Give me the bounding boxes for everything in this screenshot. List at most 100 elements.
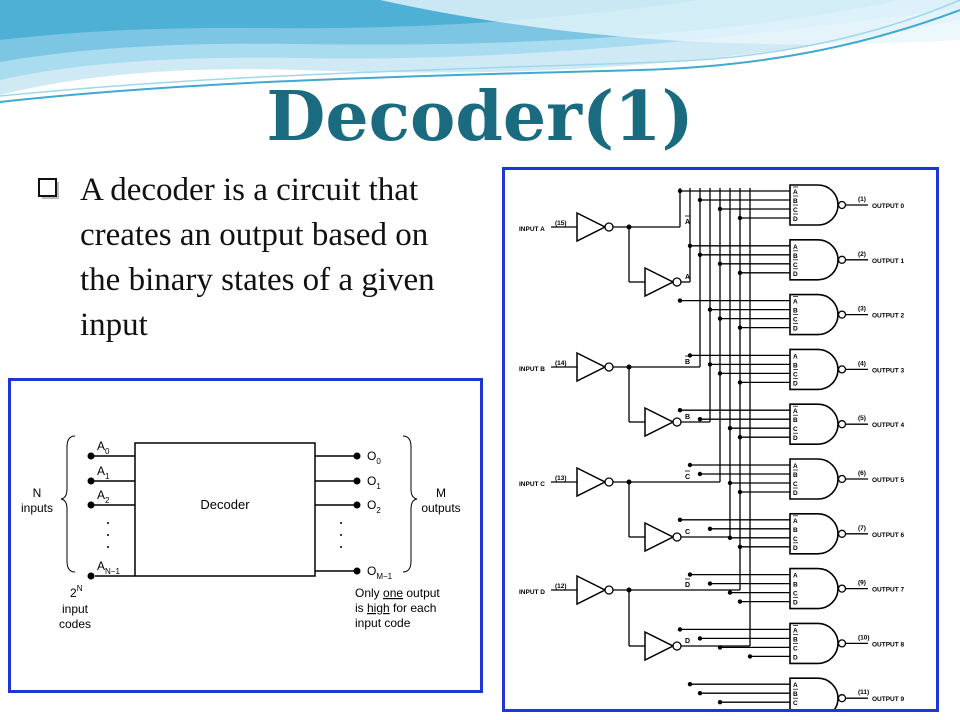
junction-dot: [697, 636, 703, 641]
nand-body: [789, 239, 839, 281]
second-inverter-d: [644, 630, 682, 662]
nand-bubble: [837, 584, 847, 593]
nand-bubble: [837, 255, 847, 264]
input-label-sub: 2: [105, 496, 110, 505]
junction-dot: [626, 479, 632, 485]
output-label-base: O: [367, 564, 376, 578]
gate-input-letter: D: [793, 326, 798, 333]
codes-base: 2N: [70, 584, 83, 600]
first-inverter-b: [576, 351, 614, 383]
output-pin: (4): [858, 360, 866, 367]
ellipsis-dot: [107, 522, 109, 524]
output-label-base: O: [367, 498, 376, 512]
output-label-base: O: [367, 449, 376, 463]
junction-dot: [727, 480, 733, 486]
junction-dot: [687, 572, 693, 577]
inverter-body: [576, 574, 607, 606]
nand-bubble: [837, 529, 847, 538]
gate-input-letter: A: [793, 573, 798, 580]
decoder-output-3: OM−1: [315, 564, 393, 581]
output-terminal: [353, 477, 361, 485]
junction-dot: [677, 298, 683, 303]
gate-input-letter: B: [793, 362, 798, 369]
junction-dot: [697, 417, 703, 422]
inverter-bubble: [604, 222, 614, 232]
input-label-sub: 0: [105, 447, 110, 456]
input-label: INPUT C: [519, 481, 545, 488]
output-label: OM−1: [367, 564, 393, 581]
gate-input-letter: B: [793, 527, 798, 534]
inverter-bubble: [672, 641, 682, 651]
inverter-bubble: [672, 417, 682, 427]
gate-input-letter: B: [793, 636, 798, 643]
inverter-bubble: [672, 532, 682, 542]
junction-dot: [707, 307, 713, 312]
output-label: OUTPUT 3: [872, 367, 905, 374]
junction-dot: [717, 645, 723, 650]
input-pin: (13): [555, 475, 567, 482]
output-label: OUTPUT 5: [872, 477, 905, 484]
input-pin: (15): [555, 220, 567, 227]
input-label: A2: [97, 488, 110, 505]
junction-dot: [717, 316, 723, 321]
output-brace: [402, 435, 418, 573]
input-label: AN−1: [97, 559, 120, 576]
gate-input-letter: D: [793, 545, 798, 552]
junction-dot: [717, 261, 723, 266]
decoder-output-2: O2: [315, 498, 381, 515]
junction-dot: [737, 544, 743, 549]
input-label: INPUT A: [519, 226, 545, 233]
output-pin: (11): [858, 689, 869, 696]
input-label: INPUT D: [519, 589, 545, 596]
decoder-input-1: A1: [87, 464, 135, 485]
nand-bubble: [837, 474, 847, 484]
complement-label: A: [685, 219, 690, 226]
inverter-body: [576, 466, 607, 498]
junction-dot: [677, 188, 683, 194]
inverter-body: [576, 211, 607, 243]
junction-dot: [626, 587, 632, 593]
output-label: OUTPUT 0: [872, 203, 905, 210]
nand-body: [789, 458, 839, 500]
junction-dot: [697, 252, 703, 257]
input-brace: [60, 435, 76, 573]
nand-body: [789, 348, 839, 391]
gate-input-letter: D: [793, 600, 798, 607]
output-pin: (2): [858, 251, 866, 258]
gate-input-letter: C: [793, 700, 798, 707]
codes-line-2: codes: [59, 617, 91, 631]
input-d-group: INPUT D(12)DD: [519, 578, 690, 645]
output-note-line: is high for each: [355, 601, 436, 615]
gate-input-letter: A: [793, 518, 798, 525]
gate-input-letter: D: [793, 380, 798, 387]
junction-dot: [707, 526, 713, 531]
junction-dot: [737, 270, 743, 275]
gate-input-letter: A: [793, 627, 798, 634]
second-inverter-c: [644, 521, 682, 553]
first-inverter-c: [576, 466, 614, 498]
ellipsis-dot: [340, 522, 342, 524]
junction-dot: [677, 408, 683, 413]
gate-input-letter: C: [793, 317, 798, 324]
complement-label: C: [685, 474, 690, 481]
nand-bubble: [837, 694, 847, 703]
inverter-bubble: [604, 362, 614, 372]
ellipsis-dot: [107, 546, 109, 548]
junction-dot: [727, 426, 733, 431]
inverter-bubble: [604, 477, 614, 487]
output-label: OUTPUT 8: [872, 641, 905, 648]
output-note-line: input code: [355, 616, 411, 630]
inverter-body: [644, 521, 675, 553]
second-inverter-a: [644, 266, 682, 298]
output-note-part: is: [355, 601, 367, 615]
output-note-part: input code: [355, 616, 411, 630]
ellipsis-dot: [340, 546, 342, 548]
